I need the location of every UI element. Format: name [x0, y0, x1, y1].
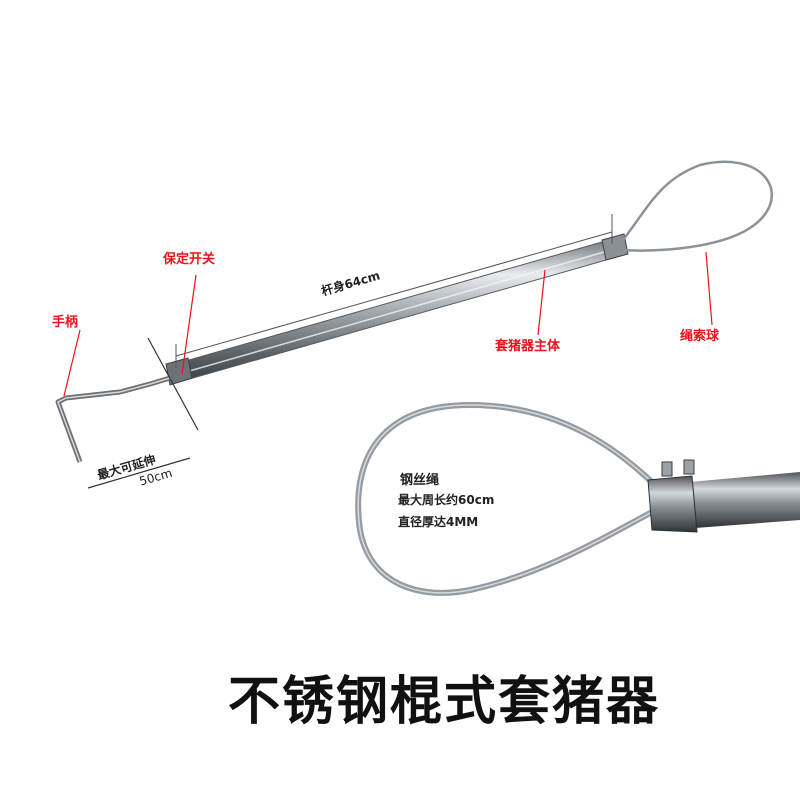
- wire-loop: [619, 160, 773, 252]
- diameter-label: 直径厚达4MM: [398, 515, 479, 529]
- snare-shaft: [167, 237, 621, 385]
- closeup-tube: [647, 459, 800, 533]
- handle-rod: [55, 375, 171, 463]
- safety-switch-label: 保定开关: [163, 252, 216, 267]
- rope-loop-label: 绳索球: [680, 329, 720, 344]
- closeup-wire-loop: [355, 401, 663, 596]
- callout-lines: [63, 251, 713, 397]
- wire-rope-label: 钢丝绳: [400, 473, 440, 488]
- product-title: 不锈钢棍式套猪器: [228, 672, 661, 732]
- safety-switch-collar: [165, 357, 193, 386]
- shaft-length-dimension: [175, 214, 613, 368]
- extension-dimension: [87, 337, 199, 489]
- handle-label: 手柄: [52, 315, 79, 330]
- main-body-label: 套猪器主体: [495, 339, 561, 354]
- circumference-label: 最大周长约60cm: [398, 493, 495, 507]
